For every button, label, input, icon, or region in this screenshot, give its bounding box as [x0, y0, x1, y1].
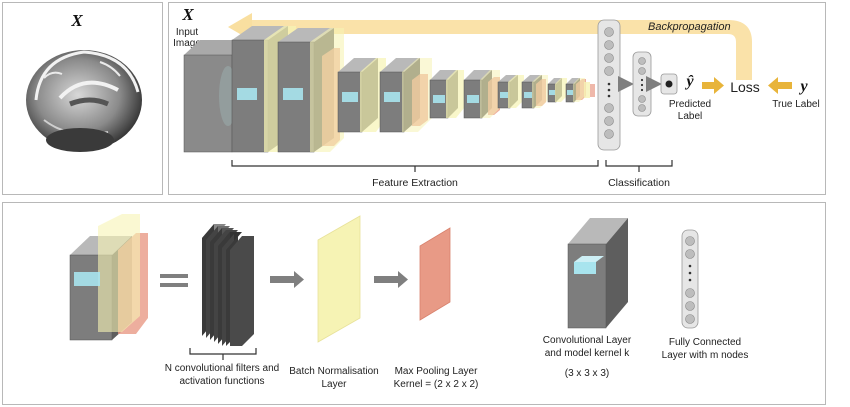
input-label-2: Image [173, 38, 201, 49]
yhat-symbol: ŷ [684, 73, 694, 90]
x-symbol: X [70, 11, 83, 30]
input-label-1: Input [176, 27, 198, 38]
legend-arrow-1 [270, 271, 304, 288]
classification-bracket [605, 160, 673, 167]
conv-stack-7 [497, 75, 524, 109]
fc-layer-2 [632, 51, 652, 117]
batch-norm-label-2: Layer [321, 379, 347, 390]
feature-extraction-bracket [231, 160, 599, 167]
conv-layer-legend-block [567, 218, 628, 329]
legend-arrow-2 [374, 271, 408, 288]
conv-layer-label-1: Convolutional Layer [543, 335, 632, 346]
composite-layer-block [69, 214, 148, 341]
fc-layer-legend-block [681, 229, 699, 329]
feature-extraction-label: Feature Extraction [372, 177, 458, 189]
batch-norm-label-1: Batch Normalisation [289, 366, 378, 377]
max-pool-label-1: Max Pooling Layer [395, 366, 478, 377]
conv-stack-5 [429, 70, 464, 119]
conv-filters-label-1: N convolutional filters and [165, 363, 280, 374]
y-symbol: y [798, 78, 808, 95]
max-pool-label-2: Kernel = (2 x 2 x 2) [394, 379, 479, 390]
true-label: True Label [772, 99, 819, 110]
conv-layer-label-2: and model kernel k [545, 348, 630, 359]
output-node [660, 73, 678, 95]
to-loss-arrow [702, 77, 724, 94]
conv-stack-4 [379, 58, 432, 133]
fc-layer-1 [597, 19, 621, 151]
conv-stack-10 [565, 78, 586, 103]
conv-stack-2 [277, 28, 344, 153]
fc-layer-label-1: Fully Connected [669, 337, 741, 348]
brain-image [26, 50, 142, 152]
backprop-label: Backpropagation [648, 21, 731, 33]
loss-label: Loss [730, 79, 760, 95]
predicted-label-2: Label [678, 111, 702, 122]
classification-label: Classification [608, 177, 670, 189]
true-label-arrow [768, 77, 792, 94]
conv-filters-stack [202, 224, 254, 346]
input-x-symbol: X [181, 5, 194, 24]
conv-filters-label-2: activation functions [179, 376, 264, 387]
conv-stack-9 [547, 78, 567, 103]
conv-stack-11 [584, 82, 595, 98]
max-pool-layer [419, 227, 451, 321]
conv-stack-3 [337, 58, 386, 133]
filters-bracket [189, 348, 257, 355]
conv-stack-6 [463, 70, 500, 119]
conv-stack-8 [521, 75, 548, 109]
equals-sign [160, 274, 188, 287]
fc-layer-label-2: Layer with m nodes [662, 350, 749, 361]
predicted-label-1: Predicted [669, 99, 711, 110]
conv-layer-label-3: (3 x 3 x 3) [565, 368, 609, 379]
batch-norm-layer [317, 215, 361, 343]
